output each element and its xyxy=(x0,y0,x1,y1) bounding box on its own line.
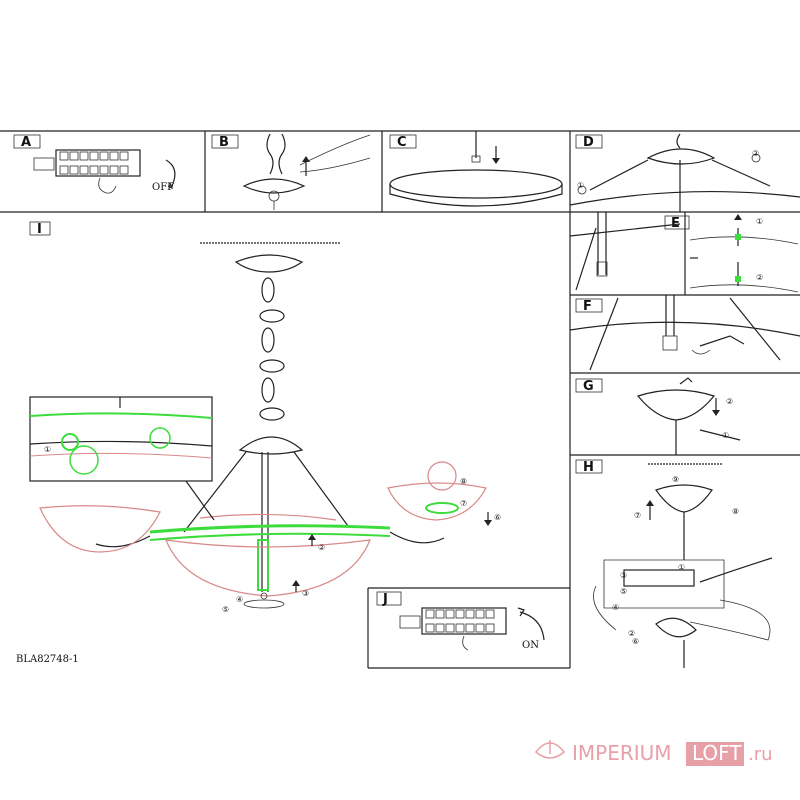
panel-label-h: H xyxy=(575,459,603,475)
panel-h-wiring: ⑦ ⑧ ⑨ ① ③ ⑤ ④ ② ⑥ xyxy=(593,463,773,668)
panel-label-f: F xyxy=(575,298,603,314)
off-label: OFF xyxy=(152,182,174,193)
svg-text:②: ② xyxy=(318,543,325,552)
brand-imperium: IMPERIUM xyxy=(572,741,672,765)
panel-a-terminal-off: OFF xyxy=(33,149,176,194)
panel-label-d: D xyxy=(575,134,603,150)
svg-text:①: ① xyxy=(756,217,763,226)
svg-text:④: ④ xyxy=(612,603,619,612)
svg-text:①: ① xyxy=(44,445,51,454)
panel-f-rod xyxy=(569,295,800,371)
svg-text:②: ② xyxy=(752,149,759,158)
svg-text:⑤: ⑤ xyxy=(222,605,229,614)
svg-text:I: I xyxy=(37,222,42,237)
svg-text:⑧: ⑧ xyxy=(732,507,739,516)
svg-text:A: A xyxy=(21,135,31,150)
on-label: ON xyxy=(522,640,539,651)
svg-text:H: H xyxy=(583,460,594,475)
svg-text:①: ① xyxy=(722,431,729,440)
svg-text:G: G xyxy=(583,379,594,394)
svg-text:①: ① xyxy=(577,181,584,190)
panel-label-i: I xyxy=(29,221,51,237)
brand-tld: .ru xyxy=(748,744,773,765)
panel-j-terminal-on: ON xyxy=(399,607,545,651)
panel-i-chandelier: ② ⑧ ⑦ ⑥ ③ ④ ⑤ ① BLA82748-1 xyxy=(16,242,501,665)
watermark: IMPERIUM LOFT .ru xyxy=(534,740,773,766)
svg-text:C: C xyxy=(397,135,407,150)
svg-text:F: F xyxy=(583,299,592,314)
panel-label-b: B xyxy=(211,134,239,150)
svg-text:⑧: ⑧ xyxy=(460,477,467,486)
brand-loft: LOFT xyxy=(692,741,742,765)
svg-text:J: J xyxy=(382,592,388,607)
svg-text:⑦: ⑦ xyxy=(460,499,467,508)
svg-text:②: ② xyxy=(628,629,635,638)
svg-text:⑥: ⑥ xyxy=(632,637,639,646)
svg-text:⑨: ⑨ xyxy=(672,475,679,484)
svg-text:③: ③ xyxy=(620,571,627,580)
panel-c-bowl xyxy=(389,131,563,207)
panel-b-canopy xyxy=(242,133,371,210)
svg-text:⑦: ⑦ xyxy=(634,511,641,520)
model-number: BLA82748-1 xyxy=(16,654,79,665)
svg-text:③: ③ xyxy=(302,589,309,598)
svg-text:D: D xyxy=(583,135,594,150)
panel-d-detail xyxy=(569,212,681,291)
panel-label-a: A xyxy=(13,134,41,150)
panel-label-g: G xyxy=(575,378,603,394)
panel-frame xyxy=(0,130,800,669)
panel-g-canopy: ② ① xyxy=(636,377,741,455)
panel-e-pin: ① ② xyxy=(689,214,799,293)
svg-text:②: ② xyxy=(726,397,733,406)
panel-label-c: C xyxy=(389,134,417,150)
svg-text:B: B xyxy=(219,135,229,150)
panel-d-bracket: ① ② xyxy=(569,133,800,212)
svg-text:①: ① xyxy=(678,563,685,572)
panel-label-j: J xyxy=(376,591,402,607)
svg-text:⑥: ⑥ xyxy=(494,513,501,522)
svg-text:E: E xyxy=(671,216,680,231)
svg-text:⑤: ⑤ xyxy=(620,587,627,596)
panel-label-e: E xyxy=(664,215,690,231)
svg-text:②: ② xyxy=(756,273,763,282)
svg-text:④: ④ xyxy=(236,595,243,604)
